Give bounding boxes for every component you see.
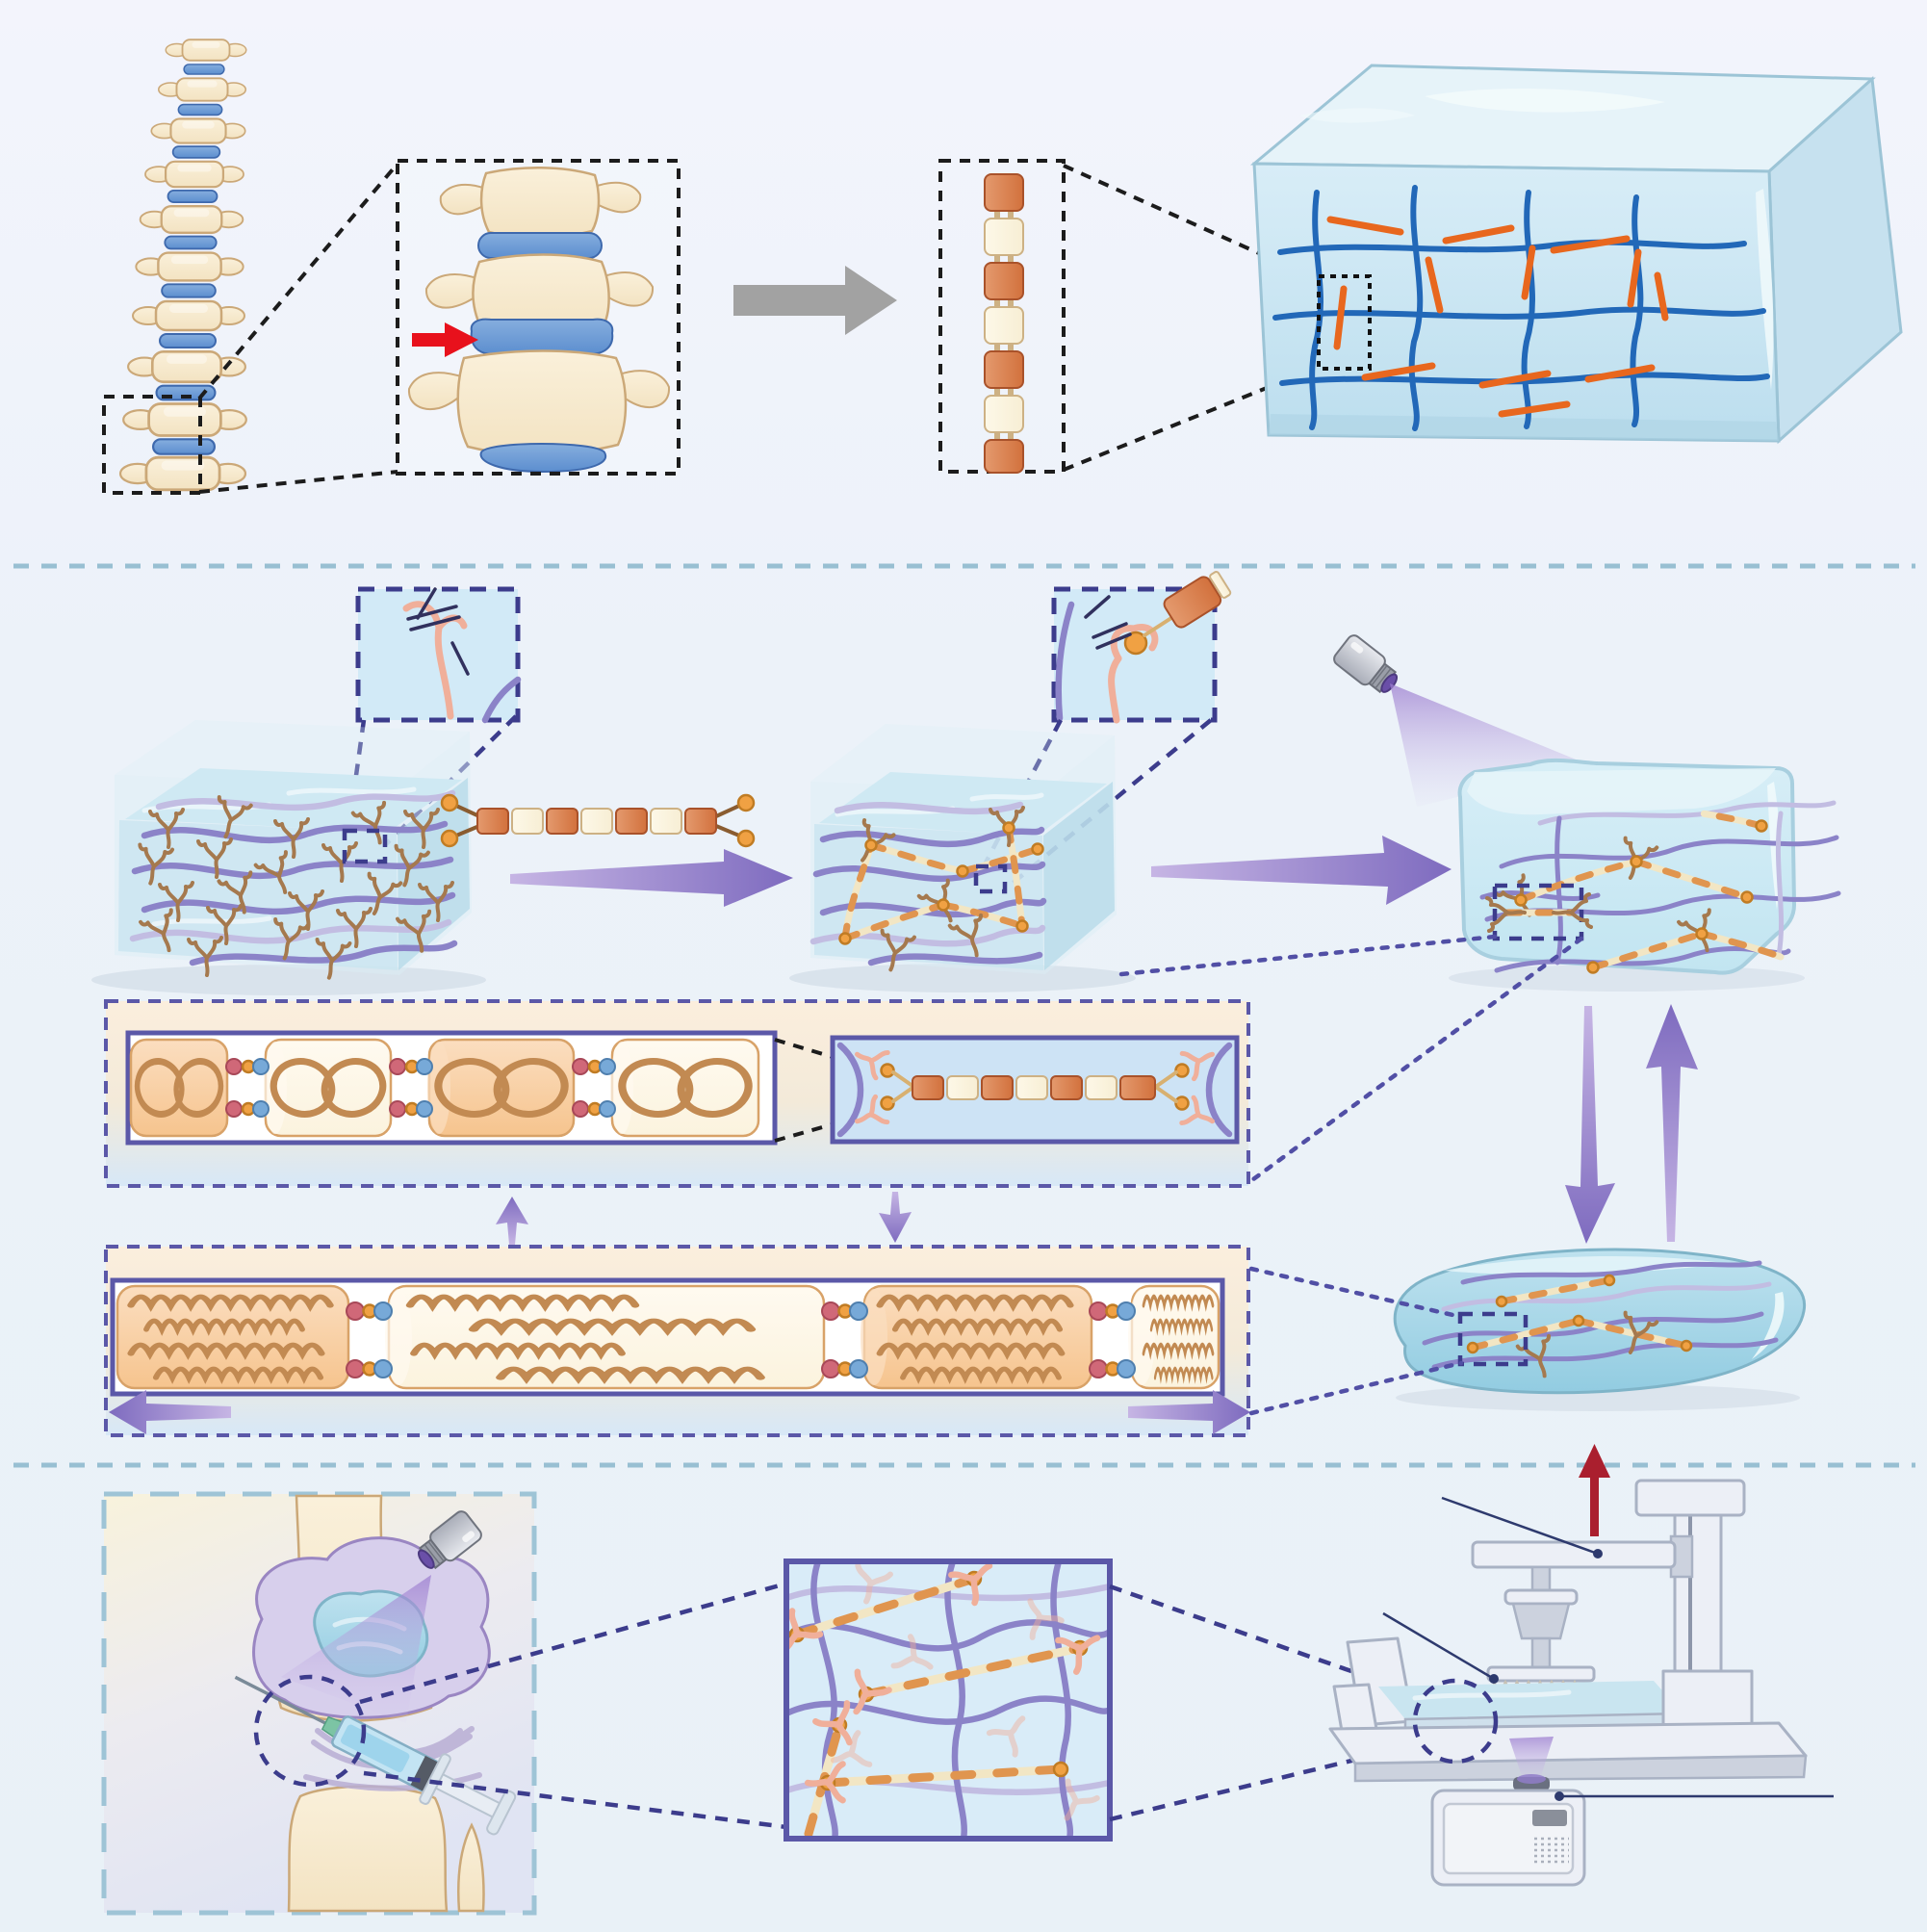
protein-polymer-chain-box bbox=[938, 159, 1066, 474]
stretch-arrow-right bbox=[1128, 1390, 1250, 1434]
knee-zoom-connector-bottom bbox=[363, 1770, 787, 1830]
polymer-chains bbox=[129, 789, 458, 966]
protein-crosslinks bbox=[838, 806, 1044, 976]
crosslinked-hydrogel-block bbox=[1449, 758, 1841, 992]
bottom-section bbox=[101, 1444, 1834, 1916]
degenerated-disc bbox=[470, 318, 614, 355]
tank2-roi bbox=[973, 863, 1008, 894]
knee-zoom-connector-top bbox=[359, 1581, 787, 1705]
hydrogel-cube bbox=[1249, 64, 1903, 445]
domain-linkers bbox=[225, 1058, 616, 1118]
gantry-header bbox=[1634, 1479, 1746, 1517]
protein-chain-art bbox=[984, 173, 1024, 474]
dlp-3d-printer bbox=[1328, 1444, 1834, 1887]
cube-network bbox=[1272, 185, 1770, 431]
mixed-network-tank bbox=[789, 724, 1136, 992]
block-roi bbox=[1485, 883, 1593, 941]
network-zoom-box bbox=[830, 1035, 1240, 1145]
mixing-arrow bbox=[510, 849, 793, 907]
wedge-tank2-to-blockroi bbox=[1118, 934, 1498, 977]
vertebrae-closeup-art bbox=[407, 166, 671, 474]
middle-section bbox=[91, 571, 1841, 1437]
printer-annotations bbox=[1382, 1496, 1834, 1801]
tank1-roi bbox=[342, 828, 388, 864]
top-section bbox=[102, 39, 1903, 495]
printer-zoom-connector-bottom bbox=[1109, 1741, 1420, 1822]
wedge-discroi-top bbox=[1248, 1266, 1464, 1320]
cube-roi-connector-bottom bbox=[1063, 366, 1318, 472]
injection-roi-circle bbox=[253, 1674, 367, 1788]
build-platform bbox=[1486, 1665, 1596, 1683]
folded-domain-panel bbox=[104, 999, 1250, 1188]
recover-arrow bbox=[1646, 1004, 1698, 1242]
compress-arrow bbox=[1565, 1006, 1615, 1244]
protein-crosslinker-molecule bbox=[440, 793, 756, 848]
knee-injection-box bbox=[101, 1491, 537, 1916]
hydrogel-network-closeup bbox=[784, 1558, 1113, 1842]
uv-light-cone bbox=[281, 1575, 431, 1723]
light-projector bbox=[1430, 1774, 1586, 1887]
refold-arrow bbox=[496, 1197, 528, 1245]
disc-network bbox=[1422, 1260, 1779, 1383]
projector-light-cone bbox=[1509, 1737, 1554, 1785]
compressed-hydrogel-disc bbox=[1393, 1248, 1807, 1411]
wedge-discroi-bottom bbox=[1248, 1360, 1464, 1416]
polymer-solution-tank bbox=[91, 720, 486, 995]
roi-connector-top bbox=[197, 162, 399, 400]
curing-arrow bbox=[1151, 836, 1452, 905]
functionalized-polymer-inset bbox=[355, 586, 522, 724]
crosslinking-inset bbox=[1051, 571, 1232, 724]
process-arrow bbox=[733, 266, 897, 335]
vertebrae-closeup-box bbox=[396, 159, 681, 476]
stretched-domain-panel bbox=[104, 1245, 1250, 1437]
resin-vat bbox=[1378, 1681, 1683, 1719]
wedge-blockroi-to-panel bbox=[1246, 936, 1584, 1185]
disc-roi bbox=[1457, 1311, 1529, 1367]
stretch-arrow-left bbox=[109, 1390, 231, 1434]
domain-linkers bbox=[346, 1301, 1136, 1378]
network-roi-dotted-box bbox=[1317, 274, 1372, 371]
gantry-arm bbox=[1471, 1540, 1677, 1569]
roi-connector-bottom bbox=[198, 470, 398, 494]
spine-roi-dashed-box bbox=[102, 395, 202, 495]
print-roi-circle bbox=[1412, 1678, 1499, 1765]
disc-pointer-arrow bbox=[412, 322, 478, 357]
lift-arrow bbox=[1579, 1444, 1610, 1536]
unfold-arrow bbox=[879, 1192, 912, 1243]
